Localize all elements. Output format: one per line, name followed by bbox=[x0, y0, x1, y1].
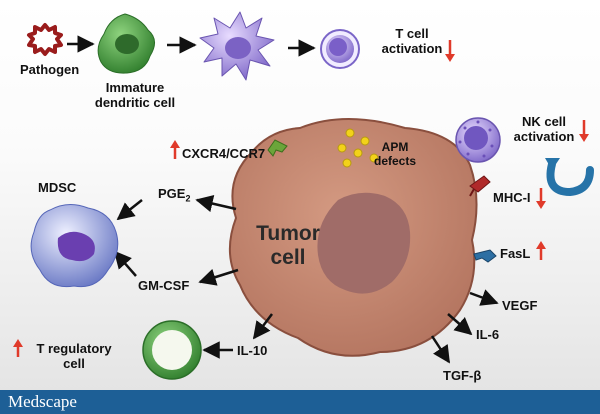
immature-dendritic-cell-icon bbox=[97, 13, 155, 74]
label-nk-line1: NK cell bbox=[521, 114, 567, 129]
label-pge2-subscript: 2 bbox=[185, 193, 191, 204]
label-immature-dendritic-cell: Immature dendritic cell bbox=[90, 80, 180, 110]
mature-dendritic-cell-icon bbox=[199, 11, 275, 81]
label-apm-defects: APM defects bbox=[363, 140, 427, 168]
apm-defect-dots bbox=[337, 128, 379, 168]
arrow-to-il10 bbox=[252, 313, 273, 340]
label-il-6: IL-6 bbox=[476, 327, 500, 342]
fasl-receptor-icon bbox=[473, 249, 497, 263]
medscape-logo[interactable]: Medscape bbox=[8, 392, 77, 411]
label-t-cell-line2: activation bbox=[381, 41, 443, 56]
nk-decrease-arrow-icon bbox=[579, 120, 589, 142]
footer-bar: Medscape bbox=[0, 390, 600, 414]
t-cell-decrease-arrow-icon bbox=[445, 40, 455, 62]
mhc-i-receptor-icon bbox=[469, 175, 491, 197]
label-immature-line1: Immature bbox=[105, 80, 165, 95]
label-tgf-beta: TGF-β bbox=[443, 368, 482, 383]
label-nk-cell-activation: NK cell activation bbox=[508, 114, 580, 144]
arrow-to-pge2 bbox=[195, 195, 237, 213]
label-il-10: IL-10 bbox=[237, 343, 268, 358]
arrow-to-il6 bbox=[447, 313, 473, 336]
tumor-cell-icon bbox=[228, 118, 478, 357]
label-immature-line2: dendritic cell bbox=[94, 95, 176, 110]
t-regulatory-cell-icon bbox=[142, 320, 202, 380]
label-apm-line1: APM bbox=[381, 140, 409, 154]
arrow-to-gmcsf bbox=[198, 268, 239, 286]
cxcr4-increase-arrow-icon bbox=[170, 140, 180, 159]
nk-cell-icon bbox=[455, 117, 501, 163]
arrow-gmcsf-to-mdsc bbox=[113, 250, 137, 277]
label-nk-line2: activation bbox=[513, 129, 575, 144]
t-cell-icon bbox=[320, 29, 360, 69]
label-pathogen: Pathogen bbox=[20, 62, 80, 77]
t-regulatory-increase-arrow-icon bbox=[13, 339, 23, 357]
label-cxcr4-ccr7: CXCR4/CCR7 bbox=[182, 146, 266, 161]
label-mdsc: MDSC bbox=[38, 180, 77, 195]
label-fasl: FasL bbox=[500, 246, 531, 261]
label-treg-line1: T regulatory bbox=[36, 341, 112, 356]
label-apm-line2: defects bbox=[373, 154, 417, 168]
label-treg-line2: cell bbox=[63, 356, 85, 371]
label-gm-csf: GM-CSF bbox=[138, 278, 190, 293]
label-t-cell-activation: T cell activation bbox=[377, 26, 447, 56]
label-t-cell-line1: T cell bbox=[395, 26, 429, 41]
fasl-increase-arrow-icon bbox=[536, 241, 546, 260]
label-mhc-i: MHC-I bbox=[493, 190, 531, 205]
label-tumor-line1: Tumor bbox=[256, 222, 320, 245]
label-t-regulatory-cell: T regulatory cell bbox=[24, 341, 124, 371]
pathogen-icon bbox=[27, 23, 63, 56]
label-tumor-line2: cell bbox=[270, 246, 306, 269]
label-pge2-main: PGE bbox=[158, 186, 186, 201]
label-pge2: PGE2 bbox=[158, 186, 190, 207]
arrow-to-tgfb bbox=[430, 335, 451, 364]
cxcr4-receptor-icon bbox=[267, 139, 288, 157]
mdsc-cell-icon bbox=[30, 204, 119, 288]
mhc-i-decrease-arrow-icon bbox=[536, 188, 546, 209]
arrow-pge2-to-mdsc bbox=[116, 199, 143, 221]
label-tumor-cell: Tumor cell bbox=[248, 222, 328, 270]
label-vegf: VEGF bbox=[502, 298, 538, 313]
curved-inhibition-arrow-icon bbox=[545, 158, 594, 197]
arrow-to-vegf bbox=[469, 289, 499, 306]
